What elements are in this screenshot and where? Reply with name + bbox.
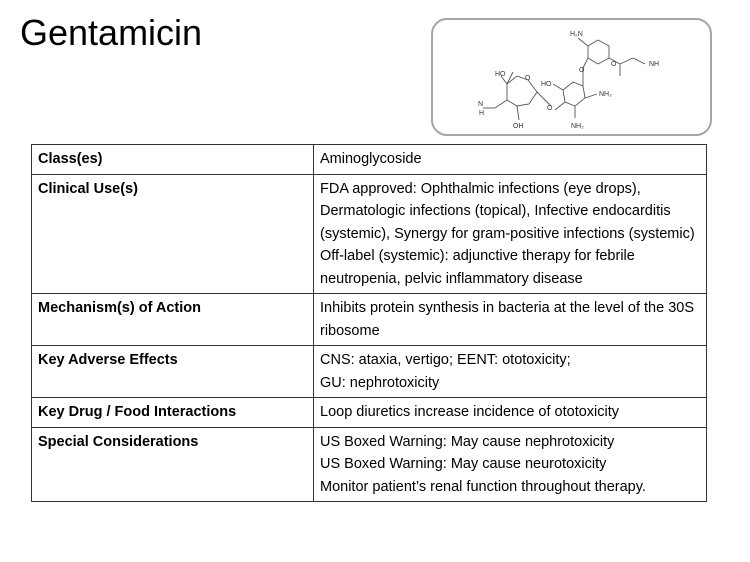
row-label: Key Drug / Food Interactions xyxy=(31,397,314,428)
row-label: Key Adverse Effects xyxy=(31,345,314,398)
atom-label: HO xyxy=(541,81,552,88)
row-label: Class(es) xyxy=(31,144,314,175)
row-label: Mechanism(s) of Action xyxy=(31,293,314,346)
table-row: Key Drug / Food Interactions Loop diuret… xyxy=(31,397,707,428)
row-value: CNS: ataxia, vertigo; EENT: ototoxicity;… xyxy=(313,345,707,398)
drug-info-table: Class(es) Aminoglycoside Clinical Use(s)… xyxy=(31,144,707,502)
atom-label: O xyxy=(579,67,585,74)
atom-label: O xyxy=(547,105,553,112)
atom-label: NH₂ xyxy=(599,91,612,98)
atom-label: H xyxy=(479,110,484,117)
table-row: Mechanism(s) of Action Inhibits protein … xyxy=(31,293,707,346)
chemical-structure-diagram: H₂N NH HO HO NH₂ N H OH NH₂ O O O O xyxy=(478,31,659,130)
page-title: Gentamicin xyxy=(20,12,203,53)
atom-label: O xyxy=(525,75,531,82)
row-label: Clinical Use(s) xyxy=(31,173,314,294)
atom-label: HO xyxy=(495,71,506,78)
atom-label: NH₂ xyxy=(571,123,584,130)
table-row: Class(es) Aminoglycoside xyxy=(31,144,707,175)
table-row: Special Considerations US Boxed Warning:… xyxy=(31,426,707,502)
atom-label: NH xyxy=(649,61,659,68)
row-value: FDA approved: Ophthalmic infections (eye… xyxy=(313,173,707,294)
row-value: Inhibits protein synthesis in bacteria a… xyxy=(313,293,707,346)
atom-label: H₂N xyxy=(570,31,583,38)
row-value: US Boxed Warning: May cause nephrotoxici… xyxy=(313,426,707,502)
row-value: Aminoglycoside xyxy=(313,144,707,175)
atom-label: O xyxy=(611,61,617,68)
row-value: Loop diuretics increase incidence of oto… xyxy=(313,397,707,428)
chemical-structure-panel: H₂N NH HO HO NH₂ N H OH NH₂ O O O O xyxy=(431,18,712,136)
atom-label: N xyxy=(478,101,483,108)
row-label: Special Considerations xyxy=(31,426,314,502)
table-row: Clinical Use(s) FDA approved: Ophthalmic… xyxy=(31,173,707,294)
atom-label: OH xyxy=(513,123,524,130)
table-row: Key Adverse Effects CNS: ataxia, vertigo… xyxy=(31,345,707,398)
